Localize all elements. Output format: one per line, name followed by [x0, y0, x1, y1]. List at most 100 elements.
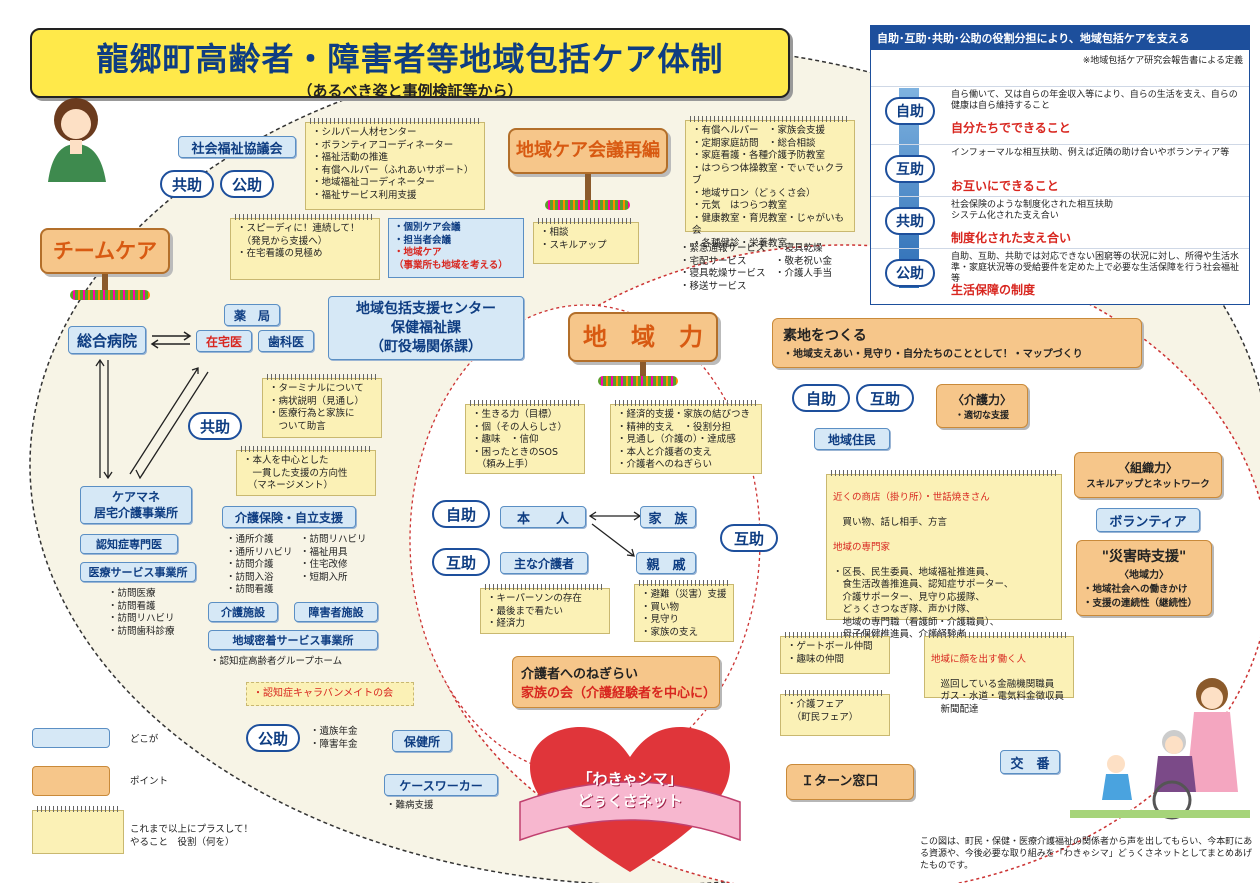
- disaster-line2: ・支援の連続性（継続性）: [1083, 598, 1198, 609]
- spiral-binding: [538, 218, 634, 224]
- caravan-mate-note: ・認知症キャラバンメイトの会: [246, 682, 414, 706]
- gojo-tag-right: 互助: [720, 524, 778, 552]
- foundation-box: 素地をつくる ・地域支えあい・見守り・自分たちのこととして！・マップづくり: [772, 318, 1142, 368]
- spiral-binding: [639, 580, 729, 586]
- legend-orange-swatch: [32, 766, 110, 796]
- spiral-binding: [485, 584, 605, 590]
- spiral-binding: [235, 214, 375, 220]
- meeting-item: ・担当者会議: [394, 234, 452, 246]
- family-meeting-line1: 介護者へのねぎらい: [521, 667, 639, 682]
- evacuation-note: ・避難（災害）支援 ・買い物 ・見守り ・家族の支え: [634, 580, 734, 642]
- arrow-column: [899, 88, 919, 288]
- pension-list: ・遺族年金 ・障害年金: [310, 726, 358, 750]
- role-description: 自ら働いて、又は自らの年金収入等により、自らの生活を支え、自らの健康は自ら維持す…: [951, 90, 1238, 111]
- organization-power-title: 〈組織力〉: [1117, 461, 1178, 475]
- disaster-sub: 〈地域力〉: [1119, 570, 1169, 581]
- meeting-item: （事業所も地域を考える）: [394, 259, 508, 271]
- role-row: 互助 インフォーマルな相互扶助、例えば近隣の助け合いやボランティア等お互いにできる…: [871, 144, 1249, 196]
- terminal-note: ・ターミナルについて ・病状説明（見通し） ・医療行為と家族に ついて助言: [262, 374, 382, 438]
- gateball-note: ・ゲートボール仲間 ・趣味の仲間: [780, 632, 890, 674]
- family-notes: ・経済的支援・家族の結びつき ・精神的支え ・役割分担 ・見通し（介護の）・達成…: [610, 400, 762, 474]
- services-list: ・有償ヘルパー ・家族会支援 ・定期家庭訪問 ・総合相談 ・家庭看護・各種介護予…: [685, 116, 855, 249]
- self-person: 本 人: [500, 506, 586, 528]
- care-insurance-col1: ・通所介護 ・通所リハビリ ・訪問介護 ・訪問入浴 ・訪問看護: [226, 534, 293, 595]
- sign-post: [585, 174, 591, 204]
- dementia-specialist: 認知症専門医: [80, 534, 178, 554]
- jijo-tag-resident: 自助: [792, 384, 850, 412]
- care-insurance-label: 介護保険・自立支援: [222, 506, 356, 528]
- keyperson-note: ・キーパーソンの存在 ・最後まで看たい ・経済力: [480, 584, 610, 634]
- care-power-box: 〈介護力〉 ・適切な支援: [936, 384, 1028, 428]
- gojo-tag-left: 互助: [432, 548, 490, 576]
- care-meeting-sign: 地域ケア会議再編: [508, 128, 668, 174]
- community-power-sign: 地 域 力: [568, 312, 718, 362]
- role-tag: 共助: [885, 207, 935, 235]
- organization-power-box: 〈組織力〉 スキルアップとネットワーク: [1074, 452, 1222, 498]
- care-manager-office: ケアマネ 居宅介護事業所: [80, 486, 192, 524]
- workers-title: 地域に顔を出す働く人: [931, 653, 1027, 665]
- team-care-sign: チームケア: [40, 228, 170, 274]
- koujo-tag: 公助: [220, 170, 274, 198]
- staff-woman-illustration: [48, 98, 106, 182]
- flower-bed: [70, 290, 150, 300]
- medical-service-list: ・訪問医療 ・訪問看護 ・訪問リハビリ ・訪問歯科診療: [108, 588, 175, 637]
- heart-label-2: どぅくさネット: [577, 792, 683, 810]
- page-title: 龍郷町高齢者・障害者等地域包括ケア体制: [96, 40, 724, 78]
- neighbors-h2: 地域の専門家: [833, 541, 891, 553]
- home-doctor: 在宅医: [196, 330, 252, 352]
- neighbors-b1: 買い物、話し相手、方言: [833, 516, 948, 528]
- shakyo-list: ・シルバー人材センター ・ボランティアコーディネーター ・福祉活動の推進 ・有償…: [305, 118, 485, 210]
- gojo-tag-resident: 互助: [856, 384, 914, 412]
- case-worker: ケースワーカー: [384, 774, 498, 796]
- services-list-2: ・緊急通報サービス ・寝具乾燥 ・宅配サービス ・敬老祝い金 ・寝具乾燥サービス…: [680, 243, 833, 292]
- organization-power-sub: スキルアップとネットワーク: [1086, 479, 1210, 490]
- management-note: ・本人を中心とした 一貫した支援の方向性 （マネージメント）: [236, 446, 376, 496]
- neighbors-note: 近くの商店（掛り所）・世話焼きさん 買い物、話し相手、方言 地域の専門家 ・区長…: [826, 470, 1062, 640]
- pharmacy: 薬 局: [224, 304, 280, 326]
- role-emphasis: 自分たちでできること: [951, 121, 1071, 135]
- meeting-item: ・地域ケア: [394, 247, 442, 258]
- role-tag: 互助: [885, 155, 935, 183]
- iturn-window: Ｉターン窓口: [786, 764, 914, 800]
- role-definition-panel: 自助･互助･共助･公助の役割分担により、地域包括ケアを支える ※地域包括ケア研究…: [870, 25, 1250, 305]
- role-row: 共助社会保険のような制度化された相互扶助 システム化された支え合い制度化された支…: [871, 196, 1249, 248]
- family-care-illustration: [1070, 678, 1250, 820]
- shakyo-label: 社会福祉協議会: [178, 136, 296, 158]
- footer-note: この図は、町民・保健・医療介護福祉の関係者から声を出してもらい、今本町にある資源…: [920, 837, 1253, 871]
- heart-network-icon: [519, 727, 741, 872]
- spiral-binding: [470, 400, 580, 406]
- role-tag: 公助: [885, 259, 935, 287]
- family-meeting-box: 介護者へのねぎらい 家族の会（介護経験者を中心に）: [512, 656, 720, 708]
- residents-label: 地域住民: [814, 428, 890, 450]
- sign-post: [640, 362, 646, 380]
- care-insurance-col2: ・訪問リハビリ ・福祉用具 ・住宅改修 ・短期入所: [300, 534, 367, 583]
- connection-arrows: [95, 358, 209, 480]
- role-tag: 自助: [885, 97, 935, 125]
- meetings-box: ・個別ケア会議 ・担当者会議 ・地域ケア （事業所も地域を考える）: [388, 218, 524, 278]
- legend-note-swatch: [32, 806, 124, 854]
- main-caregiver: 主な介護者: [500, 552, 588, 574]
- title-banner: 龍郷町高齢者・障害者等地域包括ケア体制 （あるべき姿と事例検証等から）: [30, 28, 790, 100]
- sign-post: [102, 274, 108, 296]
- flower-bed: [545, 200, 630, 210]
- police-box: 交 番: [1000, 750, 1060, 774]
- heart-label-1: 「わきゃシマ」: [577, 770, 683, 788]
- page-subtitle: （あるべき姿と事例検証等から）: [297, 82, 523, 100]
- comprehensive-support-center: 地域包括支援センター 保健福祉課 （町役場関係課）: [328, 296, 524, 360]
- role-row: 自助自ら働いて、又は自らの年金収入等により、自らの生活を支え、自らの健康は自ら維…: [871, 86, 1249, 138]
- community-service-office: 地域密着サービス事業所: [208, 630, 378, 650]
- role-description: 社会保険のような制度化された相互扶助 システム化された支え合い: [951, 200, 1114, 221]
- kyojo-tag-middle: 共助: [188, 412, 242, 440]
- role-description: 自助、互助、共助では対応できない困窮等の状況に対し、所得や生活水準・家庭状況等の…: [951, 252, 1240, 284]
- role-description: インフォーマルな相互扶助、例えば近隣の助け合いやボランティア等: [951, 148, 1230, 158]
- family: 家 族: [640, 506, 696, 528]
- legend-orange-text: ポイント: [130, 776, 169, 787]
- care-meeting-list: ・相談 ・スキルアップ: [533, 218, 639, 264]
- self-notes: ・生きる力（目標） ・個（その人らしさ） ・趣味 ・信仰 ・困ったときのSOS …: [465, 400, 585, 474]
- disaster-line1: ・地域社会への働きかけ: [1083, 584, 1188, 595]
- caravan-mate-text: ・認知症キャラバンメイトの会: [253, 688, 394, 699]
- spiral-binding: [310, 118, 480, 124]
- role-emphasis: お互いにできること: [951, 179, 1059, 193]
- fair-note: ・介護フェア （町民フェア）: [780, 690, 890, 736]
- disaster-support-box: "災害時支援" 〈地域力〉 ・地域社会への働きかけ ・支援の連続性（継続性）: [1076, 540, 1212, 616]
